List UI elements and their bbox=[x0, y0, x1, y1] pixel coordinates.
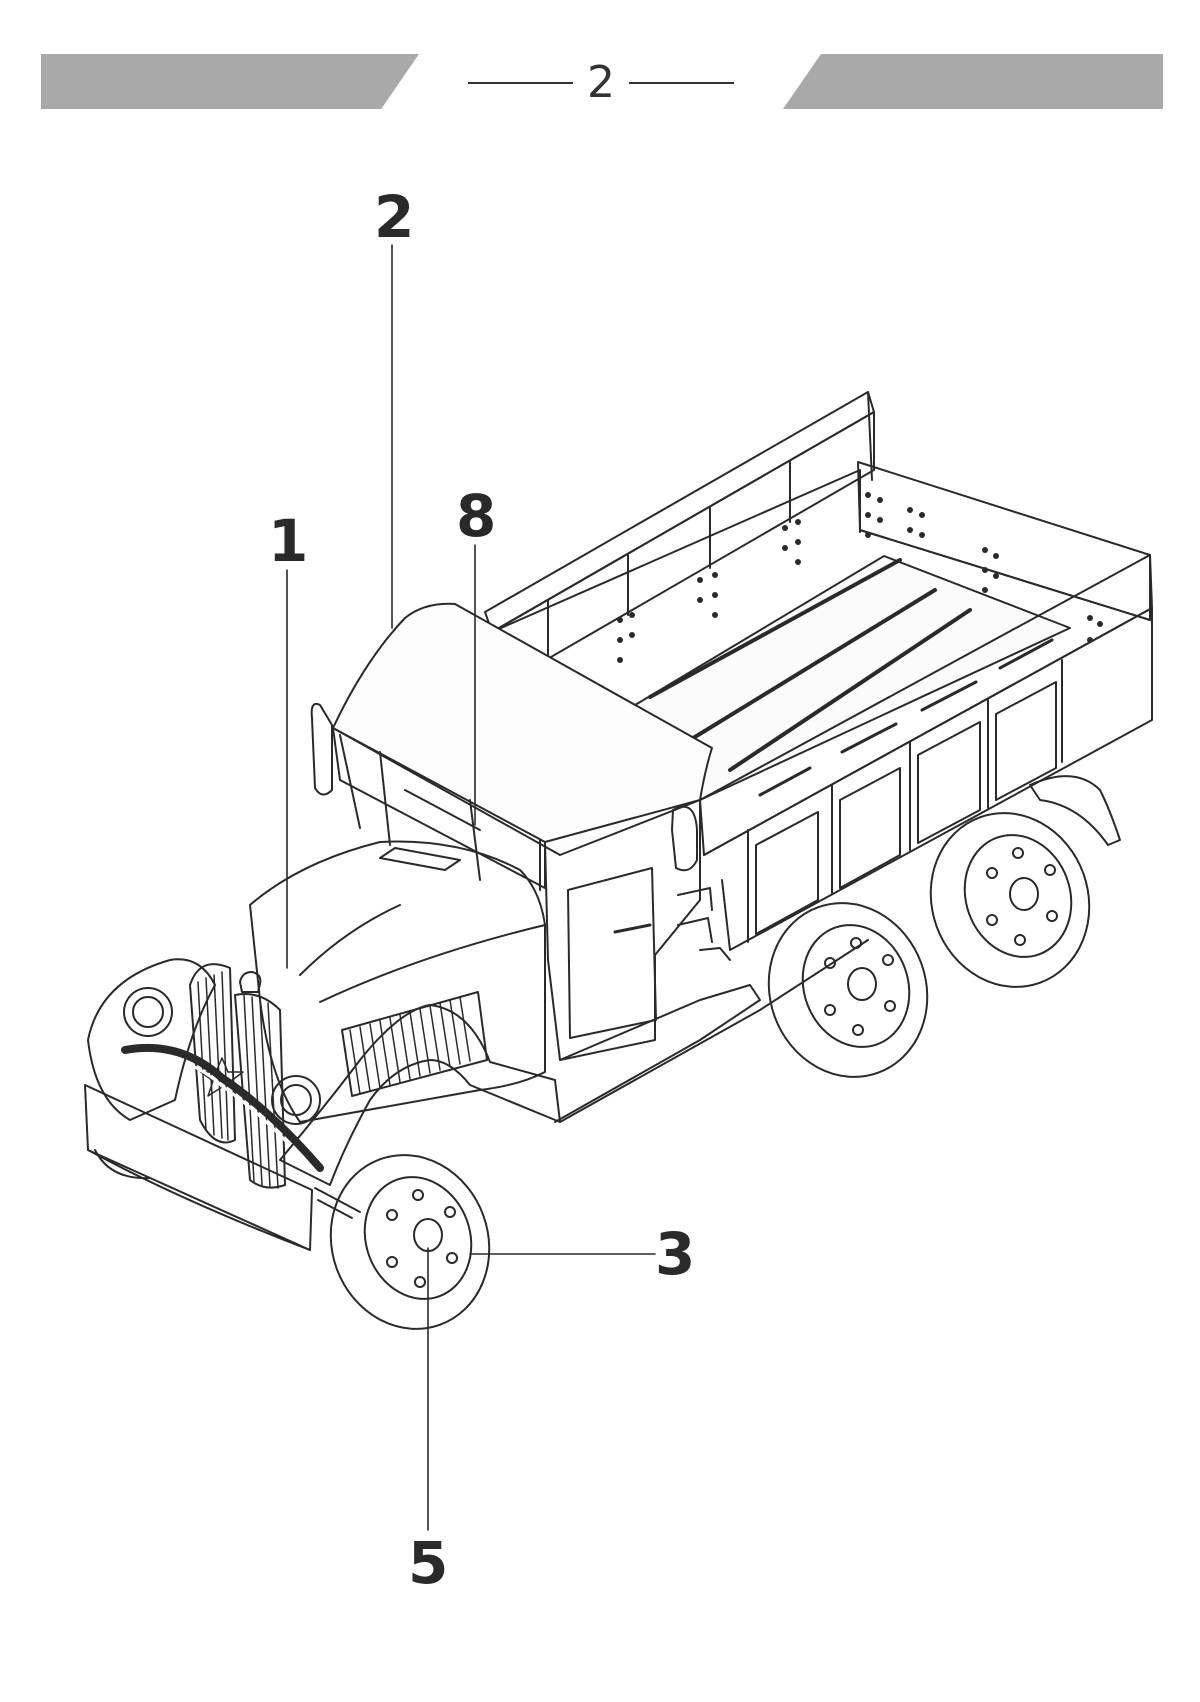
callout-1: 1 bbox=[268, 507, 309, 575]
callout-5: 5 bbox=[408, 1529, 449, 1597]
page-number-block: 2 bbox=[466, 58, 736, 108]
callout-8: 8 bbox=[456, 482, 497, 550]
callout-3: 3 bbox=[655, 1220, 696, 1288]
cargo-bed bbox=[484, 391, 1153, 951]
page-number: 2 bbox=[587, 57, 615, 108]
callout-2: 2 bbox=[374, 183, 415, 251]
fenders bbox=[84, 775, 1121, 1251]
page-number-dash-left bbox=[468, 82, 573, 84]
header-banner-right bbox=[783, 54, 1163, 109]
headlights bbox=[123, 987, 321, 1125]
grille bbox=[121, 963, 324, 1189]
cab bbox=[310, 602, 731, 1061]
hood bbox=[239, 840, 546, 1123]
leader-lines bbox=[286, 244, 656, 1531]
header-banner-left bbox=[41, 54, 419, 109]
page-header: 2 bbox=[0, 0, 1200, 140]
cargo-bed-holes bbox=[617, 492, 1103, 663]
page-number-dash-right bbox=[629, 82, 734, 84]
wheels bbox=[94, 812, 1091, 1330]
